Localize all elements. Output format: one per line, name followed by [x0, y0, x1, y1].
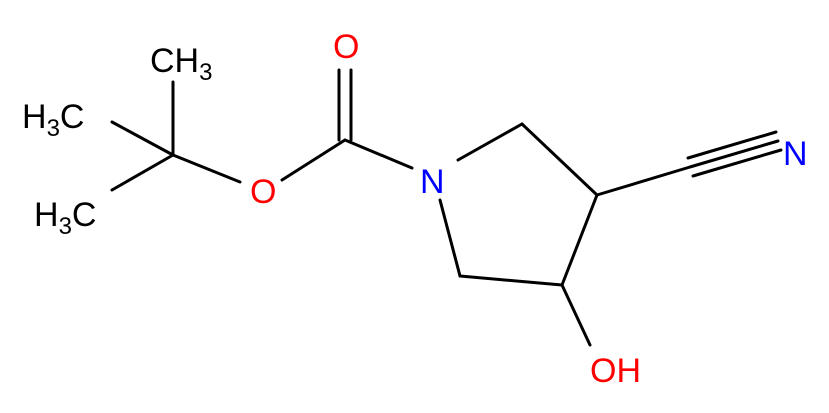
ch3-left-lower-label: H3C: [34, 196, 96, 240]
hydroxyl-label: OH: [590, 352, 641, 390]
bond-c5-to-n: [438, 198, 462, 278]
bond-nitrile-triple-b: [688, 139, 780, 169]
bond-c2-to-c3: [520, 122, 599, 197]
bond-nitrile-triple-c: [691, 148, 783, 178]
ester-oxygen-label: O: [250, 173, 276, 211]
atom-labels: CH3 H3C H3C O O N N OH: [22, 28, 808, 390]
nitrile-nitrogen-label: N: [783, 135, 808, 173]
bond-quaternary-c-to-ch3-lower: [110, 153, 175, 192]
ring-nitrogen-label: N: [420, 163, 445, 201]
ch3-left-upper-label: H3C: [22, 98, 84, 142]
bond-quaternary-c-to-ch3-upper: [110, 120, 175, 157]
bond-nitrile-triple-a: [686, 130, 778, 160]
bond-carbonyl-c-to-n: [343, 138, 414, 170]
bond-n-to-c2: [456, 122, 524, 162]
bond-quaternary-c-to-ester-o: [171, 153, 242, 184]
bond-c3-to-c4: [560, 193, 599, 287]
bond-c3-to-nitrile-c: [595, 165, 692, 197]
bond-c4-to-c5: [458, 274, 564, 287]
carbonyl-oxygen-label: O: [333, 28, 359, 66]
bond-c4-to-oh: [560, 283, 592, 347]
bond-lines: [110, 68, 783, 347]
bond-ester-o-to-carbonyl-c: [280, 138, 347, 182]
ch3-top-label: CH3: [150, 42, 212, 86]
